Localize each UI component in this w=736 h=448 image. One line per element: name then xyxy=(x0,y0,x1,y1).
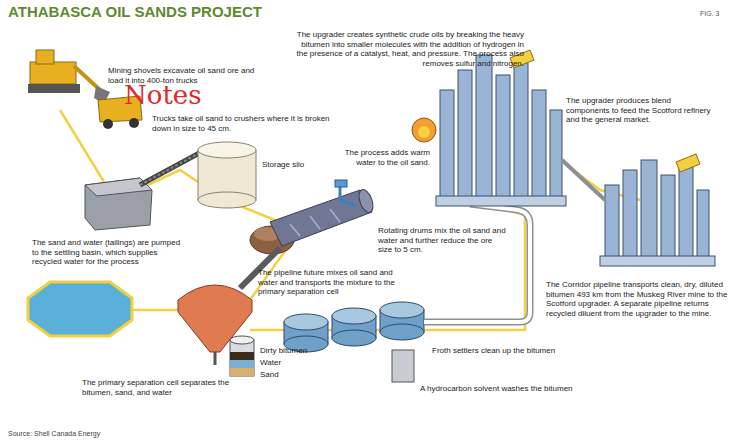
figure-number: FIG. 3 xyxy=(700,10,719,18)
sample-layer: Water xyxy=(260,358,281,368)
callout-text: Storage silo xyxy=(262,160,304,170)
upgrader xyxy=(436,55,566,206)
callout-text: A hydrocarbon solvent washes the bitumen xyxy=(420,384,573,394)
callout-text: The pipeline future mixes oil sand and w… xyxy=(258,268,408,297)
callout-text: The Corridor pipeline transports clean, … xyxy=(546,280,728,318)
settling-basin xyxy=(28,282,132,336)
handwritten-note: Notes xyxy=(124,82,202,108)
storage-silo xyxy=(198,142,256,208)
solvent-unit xyxy=(392,350,414,382)
froth-settlers xyxy=(284,302,424,352)
callout-text: Froth settlers clean up the bitumen xyxy=(432,346,555,356)
source-note: Source: Shell Canada Energy xyxy=(8,430,100,438)
page-title: ATHABASCA OIL SANDS PROJECT xyxy=(8,3,262,21)
sample-layer: Dirty bitumen xyxy=(260,346,307,356)
callout-text: The upgrader creates synthetic crude oil… xyxy=(292,30,524,68)
callout-text: The process adds warm water to the oil s… xyxy=(332,148,430,167)
callout-text: The sand and water (tailings) are pumped… xyxy=(32,238,182,267)
sample-layer: Sand xyxy=(260,370,279,380)
rotating-drum xyxy=(270,188,376,246)
callout-text: The primary separation cell separates th… xyxy=(82,378,232,397)
callout-text: Trucks take oil sand to crushers where i… xyxy=(152,114,332,133)
mining-shovel xyxy=(28,50,110,104)
callout-text: Rotating drums mix the oil sand and wate… xyxy=(378,226,508,255)
upgrader xyxy=(600,160,715,266)
sample-can xyxy=(230,336,254,376)
callout-text: The upgrader produces blend components t… xyxy=(566,96,716,125)
